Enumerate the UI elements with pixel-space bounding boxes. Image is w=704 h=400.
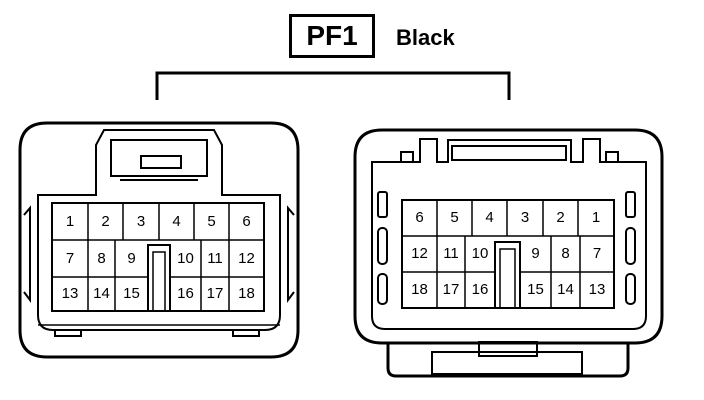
pin-number: 17 (206, 285, 224, 302)
left-latch-tab (140, 155, 182, 169)
left-housing-outline (18, 121, 300, 359)
left-base-tab (54, 329, 82, 337)
right-key-slot (494, 241, 521, 308)
pin-number: 16 (177, 285, 194, 302)
side-rib (377, 273, 388, 305)
pin-number: 11 (207, 250, 223, 267)
left-pin-grid (51, 202, 265, 312)
pin-number: 6 (415, 209, 424, 226)
left-side-guide (23, 205, 31, 303)
side-rib (625, 227, 636, 265)
side-rib (377, 191, 388, 218)
right-lock-slot (431, 351, 583, 375)
pin-number: 1 (591, 209, 601, 226)
pin-number: 12 (411, 245, 428, 262)
right-inner-bay (371, 138, 647, 330)
pin-number: 18 (411, 281, 428, 298)
right-pin-grid (401, 199, 615, 309)
connector-code: PF1 (306, 20, 358, 51)
pin-number: 13 (588, 281, 606, 298)
pin-number: 8 (561, 245, 570, 262)
left-side-guide (287, 205, 295, 303)
pin-number: 13 (61, 285, 79, 302)
right-housing-outline (353, 128, 664, 345)
pin-number: 2 (101, 213, 110, 230)
pin-number: 10 (177, 250, 194, 267)
pin-number: 12 (238, 250, 255, 267)
pin-number: 17 (442, 281, 460, 298)
pin-number: 9 (531, 245, 540, 262)
pin-number: 1 (65, 213, 75, 230)
pin-number: 11 (443, 245, 459, 262)
pin-number: 3 (520, 209, 530, 226)
right-key (605, 151, 619, 163)
pin-number: 18 (238, 285, 255, 302)
pin-number: 6 (242, 213, 251, 230)
pin-number: 16 (471, 281, 489, 298)
pin-number: 15 (527, 281, 544, 298)
left-key-slot-inner (152, 251, 166, 311)
pin-number: 15 (123, 285, 140, 302)
pin-number: 4 (485, 209, 494, 226)
bracket (155, 71, 511, 100)
pin-number: 5 (450, 209, 459, 226)
pin-number: 10 (471, 245, 489, 262)
connector-color-label: Black (396, 25, 455, 50)
pin-number: 8 (97, 250, 106, 267)
pin-number: 5 (207, 213, 216, 230)
grid-dividers (87, 200, 581, 311)
pin-number: 2 (556, 209, 565, 226)
right-key-slot-inner (499, 248, 516, 308)
pin-number: 14 (557, 281, 574, 298)
right-key (400, 151, 414, 163)
right-lock-inner (478, 341, 538, 357)
right-latch-bar (451, 145, 567, 161)
left-latch-recess (110, 139, 208, 177)
pin-number: 14 (93, 285, 110, 302)
left-inner-bay (37, 129, 281, 331)
pin-number: 7 (65, 250, 75, 267)
left-key-slot (147, 244, 171, 311)
connector-code-box: PF1 (289, 14, 375, 58)
pin-number: 3 (136, 213, 146, 230)
side-rib (625, 191, 636, 218)
pin-number: 7 (592, 245, 602, 262)
pin-number: 9 (127, 250, 136, 267)
side-rib (377, 227, 388, 265)
side-rib (625, 273, 636, 305)
left-base-tab (232, 329, 260, 337)
right-lock-tab (386, 343, 630, 378)
pin-number: 4 (172, 213, 181, 230)
